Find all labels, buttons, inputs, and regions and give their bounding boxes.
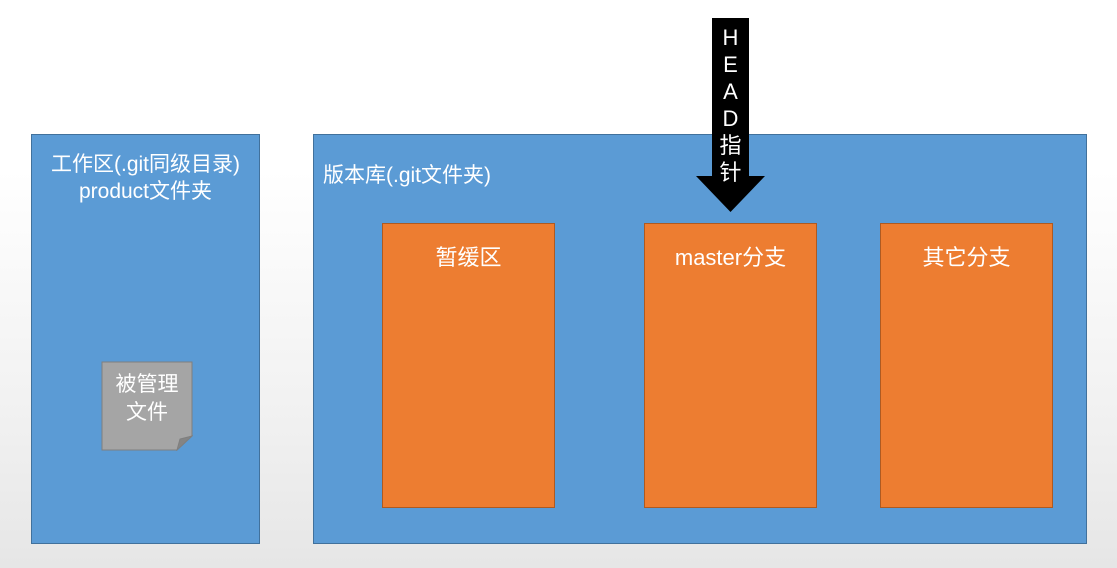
head-char: E: [723, 52, 738, 77]
other-branches-label: 其它分支: [922, 245, 1011, 270]
managed-file-label: 被管理 文件: [101, 371, 193, 427]
workspace-title: 工作区(.git同级目录) product文件夹: [32, 151, 259, 205]
master-branch-label: master分支: [674, 245, 787, 270]
head-char: D: [722, 106, 739, 131]
staging-area-label: 暂缓区: [435, 245, 502, 270]
managed-file-label-line1: 被管理: [115, 373, 179, 396]
staging-area-box: 暂缓区: [382, 223, 555, 508]
repository-panel: 版本库(.git文件夹) 暂缓区 master分支 其它分支: [313, 134, 1087, 544]
other-branches-box: 其它分支: [880, 223, 1053, 508]
workspace-title-line1: 工作区(.git同级目录): [51, 153, 240, 176]
head-char: A: [723, 79, 738, 104]
head-char: H: [722, 25, 739, 50]
master-branch-box: master分支: [644, 223, 817, 508]
managed-file-label-line2: 文件: [126, 401, 168, 424]
head-pointer-label: H E A D 指 针: [712, 24, 749, 186]
repository-title: 版本库(.git文件夹): [323, 164, 491, 187]
workspace-title-line2: product文件夹: [78, 180, 213, 203]
head-char: 针: [719, 160, 742, 185]
managed-file-icon: 被管理 文件: [101, 361, 193, 451]
head-char: 指: [719, 133, 742, 158]
head-pointer-arrow: H E A D 指 针: [696, 18, 765, 212]
workspace-panel: 工作区(.git同级目录) product文件夹 被管理 文件: [31, 134, 260, 544]
